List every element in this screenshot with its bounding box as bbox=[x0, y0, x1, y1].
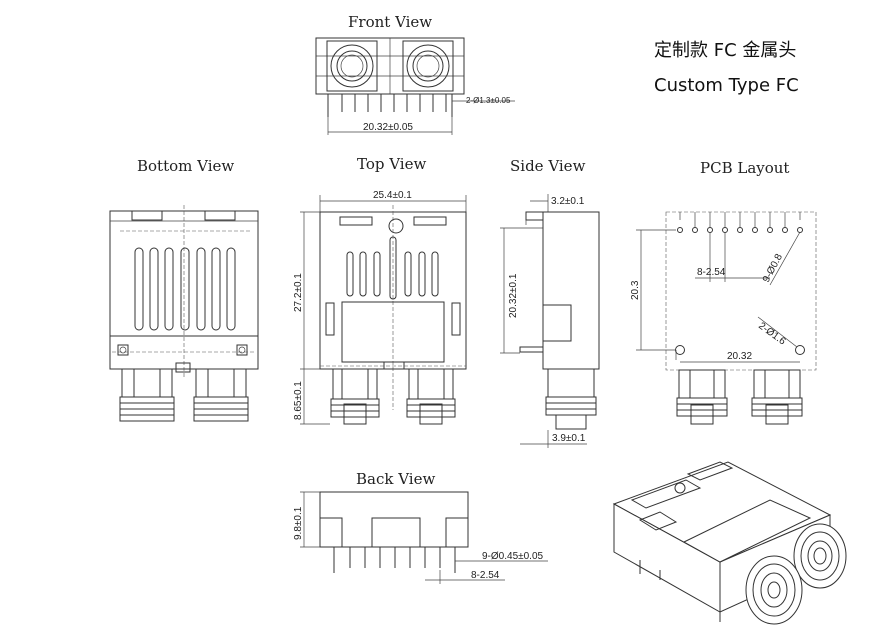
back-height-dimension: 9.8±0.1 bbox=[293, 506, 304, 540]
front-holes-dimension: 2-Ø1.3±0.05 bbox=[466, 96, 511, 105]
side-bottom-dimension: 3.9±0.1 bbox=[552, 433, 586, 444]
top-view: Top View 25.4±0.1 27.2±0.1 8.65±0.1 bbox=[293, 155, 467, 425]
side-view: Side View 3.2±0.1 20.32±0.1 3.9±0.1 bbox=[500, 157, 600, 448]
side-connector bbox=[545, 368, 597, 430]
front-view: Front View bbox=[315, 13, 515, 135]
top-view-title: Top View bbox=[357, 155, 426, 173]
pcb-pitch-dimension: 8-2.54 bbox=[697, 267, 726, 278]
pcb-mount-hole-right bbox=[795, 345, 805, 355]
pcb-right-connector bbox=[751, 369, 803, 425]
pcb-pins-dimension: 9-Ø0.8 bbox=[761, 252, 785, 285]
pcb-outline bbox=[665, 211, 817, 371]
side-height-dimension: 20.32±0.1 bbox=[508, 273, 519, 318]
pcb-view-title: PCB Layout bbox=[700, 159, 789, 177]
isometric-3d-view bbox=[612, 461, 847, 625]
iso-rear-port bbox=[793, 523, 847, 589]
top-height-dimension: 27.2±0.1 bbox=[293, 273, 304, 312]
top-width-dimension: 25.4±0.1 bbox=[373, 190, 412, 201]
back-view: Back View 9.8±0.1 9-Ø0.45±0.05 8-2.54 bbox=[293, 470, 548, 584]
front-right-port bbox=[402, 40, 454, 92]
pcb-width-dimension: 20.32 bbox=[727, 351, 752, 362]
bottom-slots bbox=[134, 247, 236, 331]
bottom-view: Bottom View bbox=[109, 157, 259, 422]
top-left-connector bbox=[330, 368, 380, 425]
top-slots bbox=[346, 236, 439, 300]
pcb-height-dimension: 20.3 bbox=[630, 280, 641, 300]
pcb-mount-hole-left bbox=[675, 345, 685, 355]
iso-front-port bbox=[745, 555, 803, 625]
front-width-dimension: 20.32±0.05 bbox=[363, 122, 413, 133]
front-left-port bbox=[326, 40, 378, 92]
pcb-pin-holes bbox=[677, 212, 803, 233]
heading-english: Custom Type FC bbox=[654, 75, 799, 96]
back-pins-dimension: 9-Ø0.45±0.05 bbox=[482, 551, 544, 562]
pcb-left-connector bbox=[676, 369, 728, 425]
top-right-connector bbox=[406, 368, 456, 425]
pcb-layout-view: PCB Layout 8-2.54 9-Ø0.8 bbox=[630, 159, 817, 425]
bottom-left-connector bbox=[119, 368, 175, 422]
front-pins bbox=[327, 94, 453, 117]
heading-chinese: 定制款 FC 金属头 bbox=[654, 40, 796, 61]
side-top-dimension: 3.2±0.1 bbox=[551, 196, 585, 207]
back-pins bbox=[333, 547, 456, 573]
back-pitch-dimension: 8-2.54 bbox=[471, 570, 500, 581]
back-view-title: Back View bbox=[356, 470, 435, 488]
side-view-body bbox=[542, 211, 600, 370]
side-view-title: Side View bbox=[510, 157, 586, 175]
bottom-view-title: Bottom View bbox=[137, 157, 234, 175]
front-view-title: Front View bbox=[348, 13, 432, 31]
bottom-right-connector bbox=[193, 368, 249, 422]
top-connector-dimension: 8.65±0.1 bbox=[293, 381, 304, 420]
pcb-mount-dimension: 2-Ø1.6 bbox=[756, 321, 788, 348]
